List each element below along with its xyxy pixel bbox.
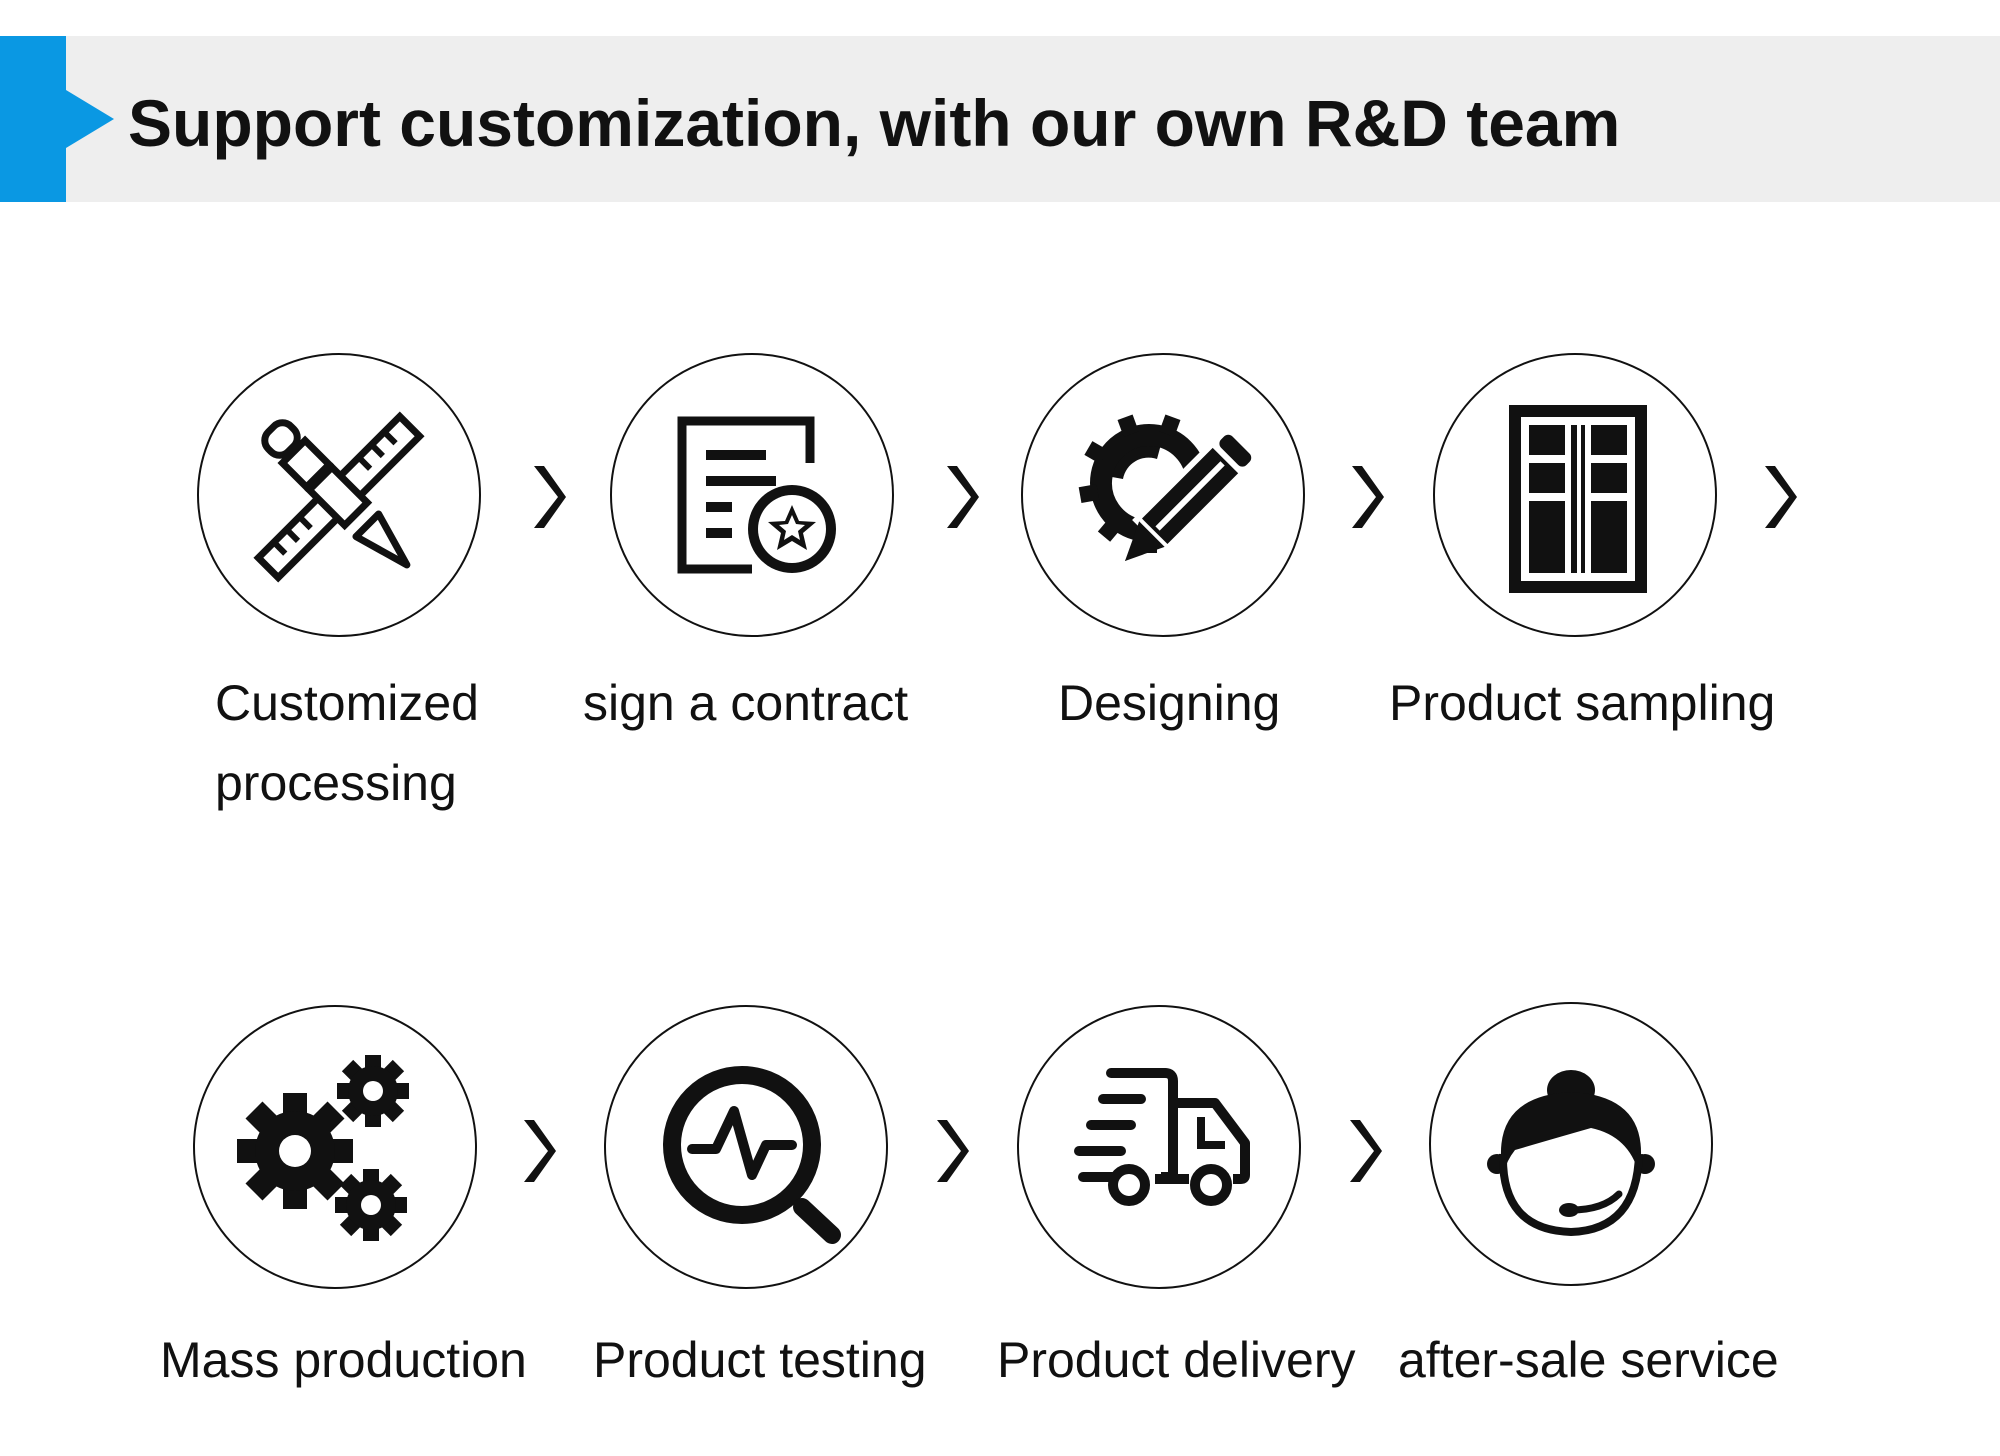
banner-accent-bar bbox=[0, 36, 66, 202]
step-label-sign-contract: sign a contract bbox=[583, 675, 909, 731]
chevron-right-icon bbox=[931, 1116, 971, 1186]
ruler-pencil-icon bbox=[253, 411, 425, 583]
magnifier-pulse-icon bbox=[663, 1066, 841, 1244]
chevron-right-icon bbox=[1346, 462, 1386, 532]
gears-icon bbox=[237, 1055, 409, 1241]
page-title: Support customization, with our own R&D … bbox=[128, 86, 1621, 160]
step-product-testing bbox=[604, 1005, 888, 1289]
step-label-designing: Designing bbox=[1058, 675, 1281, 731]
delivery-truck-icon bbox=[1074, 1068, 1250, 1206]
step-label-after-sale-service: after-sale service bbox=[1398, 1332, 1779, 1388]
step-product-delivery bbox=[1017, 1005, 1301, 1289]
contract-star-icon bbox=[677, 416, 836, 574]
step-label-product-sampling: Product sampling bbox=[1389, 675, 1776, 731]
step-mass-production bbox=[193, 1005, 477, 1289]
chevron-right-icon bbox=[528, 462, 568, 532]
label-line-2: processing bbox=[215, 755, 457, 811]
grid-panel-icon bbox=[1509, 405, 1647, 593]
gear-pencil-icon bbox=[1078, 414, 1260, 561]
label-line-1: Customized bbox=[215, 675, 479, 731]
chevron-right-icon bbox=[941, 462, 981, 532]
chevron-right-icon bbox=[1344, 1116, 1384, 1186]
step-designing bbox=[1021, 353, 1305, 637]
step-sign-contract bbox=[610, 353, 894, 637]
step-label-product-testing: Product testing bbox=[593, 1332, 927, 1388]
step-label-mass-production: Mass production bbox=[160, 1332, 527, 1388]
step-product-sampling bbox=[1433, 353, 1717, 637]
step-after-sale-service bbox=[1429, 1002, 1713, 1286]
banner-arrow-icon bbox=[66, 90, 114, 148]
title-banner bbox=[0, 36, 2000, 202]
support-agent-icon bbox=[1487, 1070, 1655, 1237]
chevron-right-icon bbox=[518, 1116, 558, 1186]
step-customized-processing bbox=[197, 353, 481, 637]
step-label-product-delivery: Product delivery bbox=[997, 1332, 1356, 1388]
step-label-customized-processing: Customized processing bbox=[215, 663, 515, 823]
chevron-right-icon bbox=[1759, 462, 1799, 532]
